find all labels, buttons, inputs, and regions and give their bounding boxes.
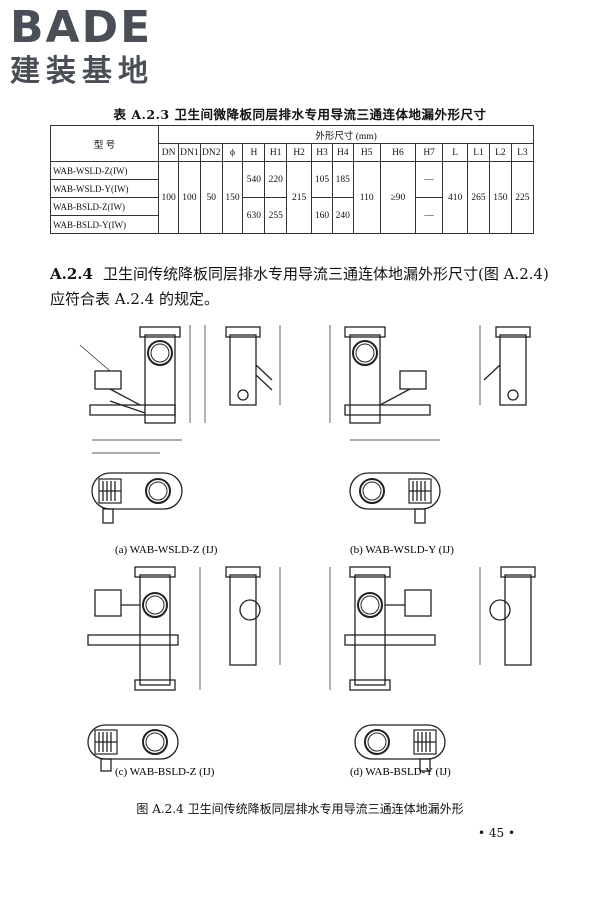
figure-c-label: (c) WAB-BSLD-Z (IJ) (115, 766, 215, 778)
cell-h: 630 (242, 197, 266, 234)
table-row: WAB-BSLD-Y(IW) (49, 215, 534, 234)
page-number: • 45 • (478, 826, 516, 840)
col-header: H4 (331, 143, 354, 162)
figure-caption: 图 A.2.4 卫生间传统降板同层排水专用导流三通连体地漏外形 (136, 802, 464, 816)
figure-a-elevation (79, 325, 206, 424)
table-column-row: DN DN1 DN2 ϕ H H1 H2 H3 H4 H5 H6 H7 L L1… (51, 143, 535, 162)
col-header: H (242, 143, 266, 162)
col-header: DN2 (199, 143, 223, 162)
cell-l: 410 (442, 161, 469, 234)
model-cell: WAB-BSLD-Z(IW) (49, 197, 160, 216)
cell-h7: — (415, 197, 444, 234)
col-header: DN (158, 143, 179, 162)
col-header: L1 (467, 143, 490, 162)
cell-l3: 225 (510, 161, 535, 234)
model-cell: WAB-BSLD-Y(IW) (49, 215, 160, 234)
figure-a-plan (91, 439, 183, 524)
cell-h3: 160 (311, 197, 333, 234)
col-header: ϕ (221, 143, 244, 162)
figure-b-side (479, 325, 531, 406)
model-cell: WAB-WSLD-Z(IW) (49, 161, 160, 180)
figure-d-plan (354, 724, 446, 772)
col-header: H3 (311, 143, 333, 162)
col-header: H2 (286, 143, 313, 162)
cell-h1: 255 (264, 197, 288, 234)
header-dimensions: 外形尺寸 (mm) (158, 125, 534, 144)
model-cell: WAB-WSLD-Y(IW) (49, 179, 160, 198)
logo-wordmark: BADE (10, 2, 153, 53)
cell-h1: 220 (264, 161, 288, 198)
col-header: H7 (415, 143, 444, 162)
cell-l2: 150 (488, 161, 512, 234)
section-text: 卫生间传统降板同层排水专用导流三通连体地漏外形尺寸(图 A.2.4)应符合表 A… (50, 265, 549, 308)
logo: BADE 建装基地 (10, 6, 154, 90)
figure-b-elevation (329, 325, 431, 424)
cell-dn1: 100 (177, 161, 201, 234)
logo-chinese: 建装基地 (10, 54, 154, 89)
col-header: H1 (264, 143, 288, 162)
spec-table: 型 号 外形尺寸 (mm) DN DN1 DN2 ϕ H H1 H2 H3 H4… (49, 125, 535, 234)
figure-c-plan (87, 724, 179, 772)
col-header: H5 (352, 143, 381, 162)
figure-d-label: (d) WAB-BSLD-Y (IJ) (350, 766, 451, 778)
figure-c-elevation (87, 566, 201, 691)
figure-b-label: (b) WAB-WSLD-Y (IJ) (350, 544, 454, 556)
cell-h6: ≥90 (379, 161, 417, 234)
figure-d-elevation (329, 566, 436, 691)
cell-h3: 105 (311, 161, 333, 198)
col-header: L (442, 143, 469, 162)
cell-h2: 215 (286, 161, 313, 234)
technical-drawing: (a) WAB-WSLD-Z (IJ) (b) WAB-WSLD-Y (IJ) … (79, 325, 536, 778)
col-header: L3 (510, 143, 535, 162)
cell-l1: 265 (467, 161, 490, 234)
cell-h: 540 (242, 161, 266, 198)
section-number: A.2.4 (50, 265, 93, 283)
table-caption: 表 A.2.3 卫生间微降板同层排水专用导流三通连体地漏外形尺寸 (113, 107, 487, 122)
table-row: WAB-BSLD-Z(IW) 630 255 160 240 — (49, 197, 534, 234)
table-header-row: 型 号 外形尺寸 (mm) (49, 125, 534, 162)
figure-a-label: (a) WAB-WSLD-Z (IJ) (115, 544, 218, 556)
cell-h4: 240 (331, 197, 354, 234)
cell-dn2: 50 (199, 161, 223, 234)
col-header: L2 (488, 143, 512, 162)
cell-h7: — (415, 161, 444, 198)
figure-c-side (225, 566, 281, 666)
cell-phi: 150 (221, 161, 244, 234)
cell-h5: 110 (352, 161, 381, 234)
col-header: DN1 (177, 143, 201, 162)
header-model: 型 号 (49, 125, 160, 162)
cell-dn: 100 (158, 161, 179, 234)
col-header: H6 (379, 143, 417, 162)
figure-a-side (225, 325, 281, 406)
figure-d-side (479, 566, 536, 666)
table-row: WAB-WSLD-Z(IW) 100 100 50 150 540 220 21… (49, 161, 535, 234)
figure-b-plan (349, 439, 441, 524)
cell-h4: 185 (331, 161, 354, 198)
